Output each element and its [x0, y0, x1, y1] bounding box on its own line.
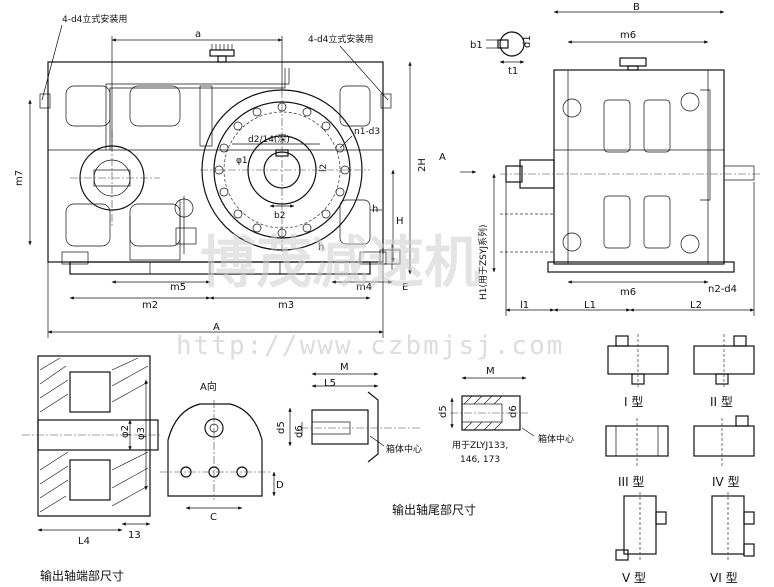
zlyj-note-1: 用于ZLYJ133, — [452, 440, 508, 451]
box-center-2: 箱体中心 — [538, 433, 574, 445]
watermark-logo: 博茂减速机 — [200, 231, 480, 296]
dim-h-right: h — [372, 204, 378, 215]
dim-n2-d4: n2-d4 — [708, 284, 737, 295]
dim-d5-2: d5 — [438, 405, 449, 418]
dim-A-total: A — [213, 322, 220, 333]
dim-C: C — [210, 512, 217, 523]
dim-L1: L1 — [584, 300, 596, 311]
mount-left-label: 4-d4立式安装用 — [62, 13, 127, 25]
caption-output-tail: 输出轴尾部尺寸 — [392, 502, 476, 517]
dim-L2: L2 — [690, 300, 702, 311]
dim-H1: H1(用于ZSYJ系列) — [477, 224, 489, 300]
zlyj-note-2: 146, 173 — [460, 455, 500, 465]
output-tail-2: M d5 d6 箱体中心 用于ZLYJ133, 146, 173 — [438, 366, 574, 465]
dim-B: B — [633, 2, 640, 13]
dim-h-mid: h — [318, 242, 324, 253]
type-label-5: V 型 — [622, 571, 646, 585]
side-dimensions: B m6 b1 d1 t1 H1(用于ZSYJ系列) m6 n2-d4 l1 L… — [470, 2, 755, 316]
dim-l2: l2 — [319, 164, 329, 172]
dim-a: a — [195, 29, 201, 40]
dim-2H: 2H — [417, 158, 428, 172]
box-center-1: 箱体中心 — [386, 443, 422, 455]
dim-D: D — [276, 480, 284, 491]
output-shaft-end: φ2 φ3 13 L4 输出轴端部尺寸 — [22, 355, 160, 583]
dim-d2-14: d2/14(深) — [248, 134, 290, 145]
type-label-3: III 型 — [618, 475, 644, 489]
dim-m7: m7 — [14, 170, 25, 186]
type-label-6: VI 型 — [710, 571, 738, 585]
dim-n1-d3: n1-d3 — [354, 127, 380, 137]
a-view-title: A向 — [200, 380, 217, 393]
type-label-2: II 型 — [710, 395, 733, 409]
mount-right-label: 4-d4立式安装用 — [308, 33, 373, 45]
dim-L5: L5 — [324, 378, 336, 389]
dim-L4: L4 — [78, 536, 90, 547]
dim-b1: b1 — [470, 40, 483, 51]
dim-phi2: φ2 — [120, 425, 131, 438]
dim-d6-2: d6 — [508, 405, 519, 418]
dim-H: H — [396, 216, 404, 227]
dim-m6-bottom: m6 — [620, 287, 636, 298]
type-label-1: I 型 — [624, 395, 643, 409]
dim-m5: m5 — [170, 282, 186, 293]
dim-d1: d1 — [522, 35, 533, 48]
dim-t1: t1 — [508, 66, 518, 77]
dim-m2: m2 — [142, 300, 158, 311]
watermark: 博茂减速机 http://www.czbmjsj.com — [176, 231, 564, 361]
dim-m6-top: m6 — [620, 30, 636, 41]
dim-m4: m4 — [356, 282, 372, 293]
dim-phi1: φ1 — [236, 156, 248, 166]
watermark-url: http://www.czbmjsj.com — [176, 331, 564, 361]
a-view: A向 C D — [160, 380, 284, 523]
dim-E: E — [402, 282, 408, 293]
dim-b2: b2 — [274, 211, 285, 221]
dim-l1: l1 — [520, 300, 529, 311]
side-view — [500, 57, 760, 273]
type-diagrams: I 型 II 型 III 型 IV 型 V 型 VI 型 — [605, 334, 755, 585]
dim-M-1: M — [340, 362, 349, 373]
dim-13: 13 — [128, 530, 141, 541]
dim-d5-1: d5 — [276, 421, 287, 434]
dim-phi3: φ3 — [136, 427, 147, 440]
dim-m3: m3 — [278, 300, 294, 311]
dim-M-2: M — [486, 366, 495, 377]
front-dimensions: a 4-d4立式安装用 4-d4立式安装用 m7 2H H h h d2/14(… — [14, 13, 477, 338]
dim-d6-1: d6 — [294, 425, 305, 438]
type-label-4: IV 型 — [712, 475, 740, 489]
output-tail-1: M L5 d5 d6 箱体中心 — [276, 362, 422, 463]
caption-output-shaft-end: 输出轴端部尺寸 — [40, 568, 124, 583]
view-arrow-A: A — [439, 152, 446, 163]
